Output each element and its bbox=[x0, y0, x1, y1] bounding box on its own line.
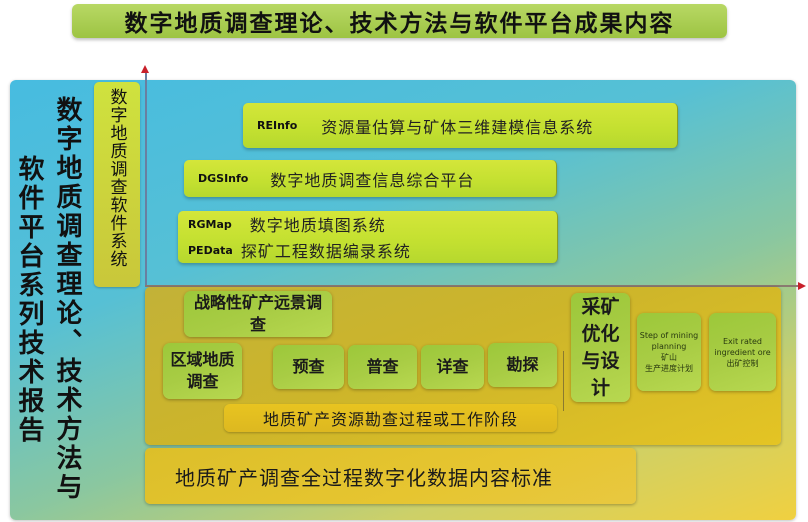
system-name: 探矿工程数据编录系统 bbox=[240, 242, 411, 261]
system-name: 数字地质填图系统 bbox=[249, 216, 386, 235]
vertical-axis bbox=[145, 72, 147, 287]
system-name: 资源量估算与矿体三维建模信息系统 bbox=[321, 117, 594, 137]
ore-control-box: Exit rated ingredient ore 出矿控制 bbox=[709, 313, 776, 391]
system-code: REInfo bbox=[257, 119, 298, 132]
system-code: PEData bbox=[188, 243, 233, 257]
mining-optimization-box: 采矿优化与设计 bbox=[571, 293, 630, 402]
regional-survey-box: 区域地质调查 bbox=[163, 343, 242, 399]
stage-preliminary: 预查 bbox=[273, 345, 344, 389]
page-title: 数字地质调查理论、技术方法与软件平台成果内容 bbox=[72, 4, 727, 38]
divider bbox=[563, 351, 564, 411]
stage-general: 普查 bbox=[348, 345, 417, 389]
system-code: RGMap bbox=[188, 217, 232, 231]
software-system-box: 数字地质调查软件系统 bbox=[94, 82, 140, 287]
theory-methods-label: 数字地质调查理论、技术方法与 bbox=[52, 96, 82, 502]
system-rgmap: RGMap 数字地质填图系统 bbox=[188, 212, 386, 236]
planning-zh-label-2: 生产进度计划 bbox=[645, 364, 693, 373]
arrow-right-icon bbox=[798, 282, 806, 290]
data-standard-bar: 地质矿产调查全过程数字化数据内容标准 bbox=[145, 448, 636, 504]
mining-planning-box: Step of mining planning 矿山 生产进度计划 bbox=[637, 313, 701, 391]
system-rgmap-pedata: RGMap 数字地质填图系统 PEData 探矿工程数据编录系统 bbox=[178, 211, 558, 263]
system-name: 数字地质调查信息综合平台 bbox=[270, 170, 475, 190]
system-code: DGSInfo bbox=[198, 172, 249, 185]
planning-en-label: Step of mining planning bbox=[639, 331, 699, 351]
arrow-up-icon bbox=[141, 65, 149, 73]
stage-detailed: 详查 bbox=[421, 345, 484, 389]
ore-en-label: Exit rated ingredient ore bbox=[714, 336, 771, 357]
horizontal-axis bbox=[145, 285, 800, 287]
planning-zh-label-1: 矿山 bbox=[661, 353, 677, 362]
strategic-survey-box: 战略性矿产远景调查 bbox=[184, 291, 332, 337]
ore-zh-label: 出矿控制 bbox=[726, 358, 759, 368]
stage-exploration: 勘探 bbox=[488, 343, 557, 387]
system-dgsinfo: DGSInfo 数字地质调查信息综合平台 bbox=[184, 160, 557, 197]
system-reinfo: REInfo 资源量估算与矿体三维建模信息系统 bbox=[243, 103, 678, 148]
work-stage-bar: 地质矿产资源勘查过程或工作阶段 bbox=[224, 404, 557, 432]
system-pedata: PEData 探矿工程数据编录系统 bbox=[188, 238, 411, 262]
technical-reports-label: 软件平台系列技术报告 bbox=[14, 155, 44, 445]
software-system-label: 数字地质调查软件系统 bbox=[106, 88, 127, 268]
